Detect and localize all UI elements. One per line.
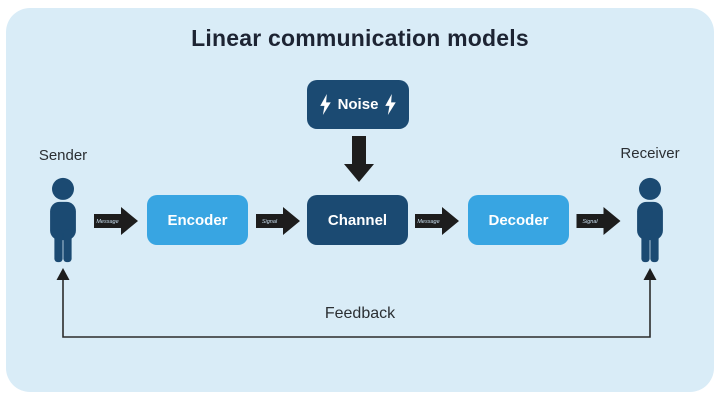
message-arrow-label: Message	[417, 219, 439, 225]
message-arrow-icon: Message	[415, 207, 459, 235]
channel-box: Channel	[307, 195, 408, 245]
person-icon	[637, 177, 663, 263]
noise-down-arrow-icon	[344, 136, 374, 182]
feedback-label: Feedback	[324, 305, 396, 322]
person-icon	[50, 177, 76, 263]
lightning-bolt-icon	[320, 94, 331, 115]
decoder-box: Decoder	[468, 195, 569, 245]
signal-arrow-label: Signal	[582, 219, 598, 225]
lightning-bolt-icon	[385, 94, 396, 115]
message-arrow-label: Message	[96, 219, 118, 225]
signal-arrow-icon: Signal	[256, 207, 300, 235]
signal-arrow-label: Signal	[262, 219, 278, 225]
message-arrow-icon: Message	[94, 207, 138, 235]
signal-arrow-icon: Signal	[576, 207, 621, 235]
receiver-label: Receiver	[620, 145, 680, 162]
channel-label: Channel	[327, 211, 388, 229]
noise-box: Noise	[307, 80, 409, 129]
decoder-label: Decoder	[488, 211, 549, 229]
sender-label: Sender	[38, 147, 88, 164]
diagram-title: Linear communication models	[191, 25, 529, 51]
encoder-label: Encoder	[167, 211, 228, 229]
noise-label: Noise	[337, 96, 379, 113]
encoder-box: Encoder	[147, 195, 248, 245]
